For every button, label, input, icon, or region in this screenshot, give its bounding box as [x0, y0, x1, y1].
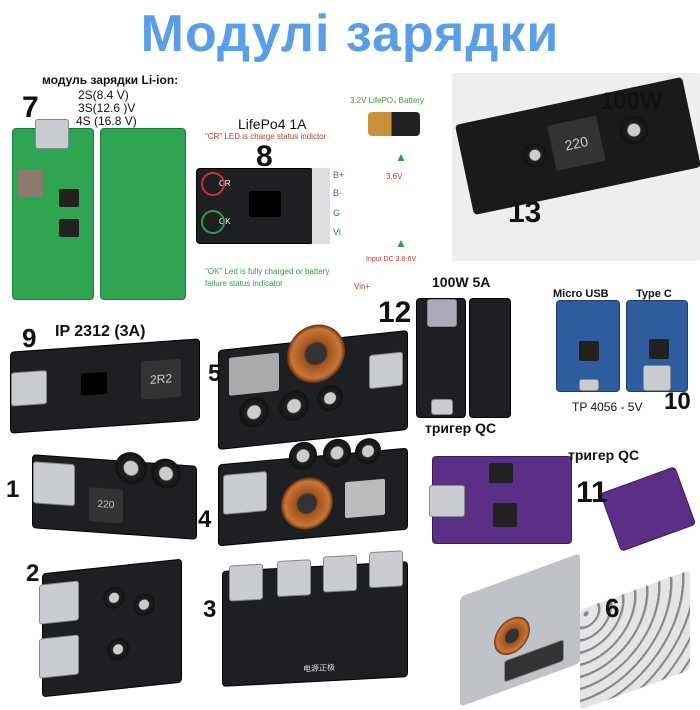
- m9-board: 2R2: [10, 338, 200, 434]
- m5-number: 5: [208, 360, 222, 387]
- m9-number: 9: [22, 323, 37, 353]
- m1-inductor: 220: [89, 487, 123, 524]
- m7-line: 4S (16.8 V): [76, 114, 137, 128]
- m1-number: 1: [6, 476, 20, 503]
- m10-board-microusb: [556, 300, 620, 392]
- m11-board: [429, 456, 572, 544]
- ok-circle: [201, 210, 225, 234]
- m13-inductor: 220: [547, 115, 606, 171]
- m7-heading: модуль зарядки Li-ion:: [42, 73, 179, 87]
- m10-board-typec: [626, 300, 688, 392]
- m6-case: [460, 553, 580, 707]
- m9-heading: IP 2312 (3A): [55, 323, 146, 340]
- m11-number: 11: [576, 476, 608, 509]
- m5-board: [218, 321, 408, 450]
- m12-board-front: [416, 298, 466, 418]
- arrow-up-icon: ▲: [395, 236, 407, 250]
- m8-vin: Input DC 3.8-6V: [366, 256, 417, 263]
- m12-board-back: [469, 298, 511, 418]
- m8-ok-note: "OK" Led is fully charged or battery fai…: [205, 267, 330, 288]
- m1-board: 220: [32, 451, 197, 540]
- m10-caption: TP 4056 - 5V: [572, 400, 643, 414]
- m8-vout: 3.6V: [386, 172, 403, 181]
- m4-board: [218, 437, 408, 547]
- m3-silk: 电源正极: [303, 662, 335, 674]
- m8-pins: [312, 168, 330, 244]
- m13-power: 100W: [600, 88, 663, 115]
- pin-label: G: [333, 208, 341, 218]
- m8-number: 8: [256, 140, 273, 173]
- pin-label: B+: [333, 170, 345, 180]
- m13-number: 13: [508, 196, 542, 229]
- m7-line: 2S(8.4 V): [78, 88, 129, 102]
- m11-caption: тригер QC: [568, 447, 640, 463]
- battery-icon: [368, 112, 420, 136]
- m7-board-front: [12, 119, 94, 300]
- m8-cr-note: "CR" LED is charge status indictor: [205, 132, 327, 141]
- m8-battery-label: 3.2V LifePO₄ Battery: [350, 96, 424, 105]
- cr-circle: [201, 172, 225, 196]
- page-title: Модулі зарядки: [140, 5, 560, 63]
- m10-right-label: Type C: [636, 288, 672, 300]
- m6-cover: [580, 569, 690, 710]
- arrow-up-icon: ▲: [395, 150, 407, 164]
- m3-number: 3: [203, 596, 217, 623]
- m9-inductor: 2R2: [141, 358, 181, 400]
- m7-number: 7: [22, 91, 39, 124]
- pin-label: B-: [333, 188, 342, 198]
- m4-number: 4: [198, 506, 212, 533]
- m7-line: 3S(12.6 )V: [78, 101, 136, 115]
- m7-board-back: [100, 128, 186, 300]
- m3-board: 电源正极: [222, 550, 408, 687]
- m2-number: 2: [26, 560, 40, 587]
- m2-board: [39, 558, 182, 698]
- m6-number: 6: [605, 593, 620, 623]
- m10-number: 10: [664, 388, 691, 415]
- m10-left-label: Micro USB: [553, 288, 609, 300]
- m8-vin-plus: Vin+: [354, 282, 371, 291]
- pin-label: Vi: [333, 227, 341, 237]
- m12-caption: тригер QC: [425, 420, 497, 436]
- m11-board-small: [599, 466, 697, 552]
- m12-heading: 100W 5A: [432, 274, 491, 290]
- m12-number: 12: [378, 296, 412, 329]
- m8-heading: LifePo4 1A: [238, 116, 307, 132]
